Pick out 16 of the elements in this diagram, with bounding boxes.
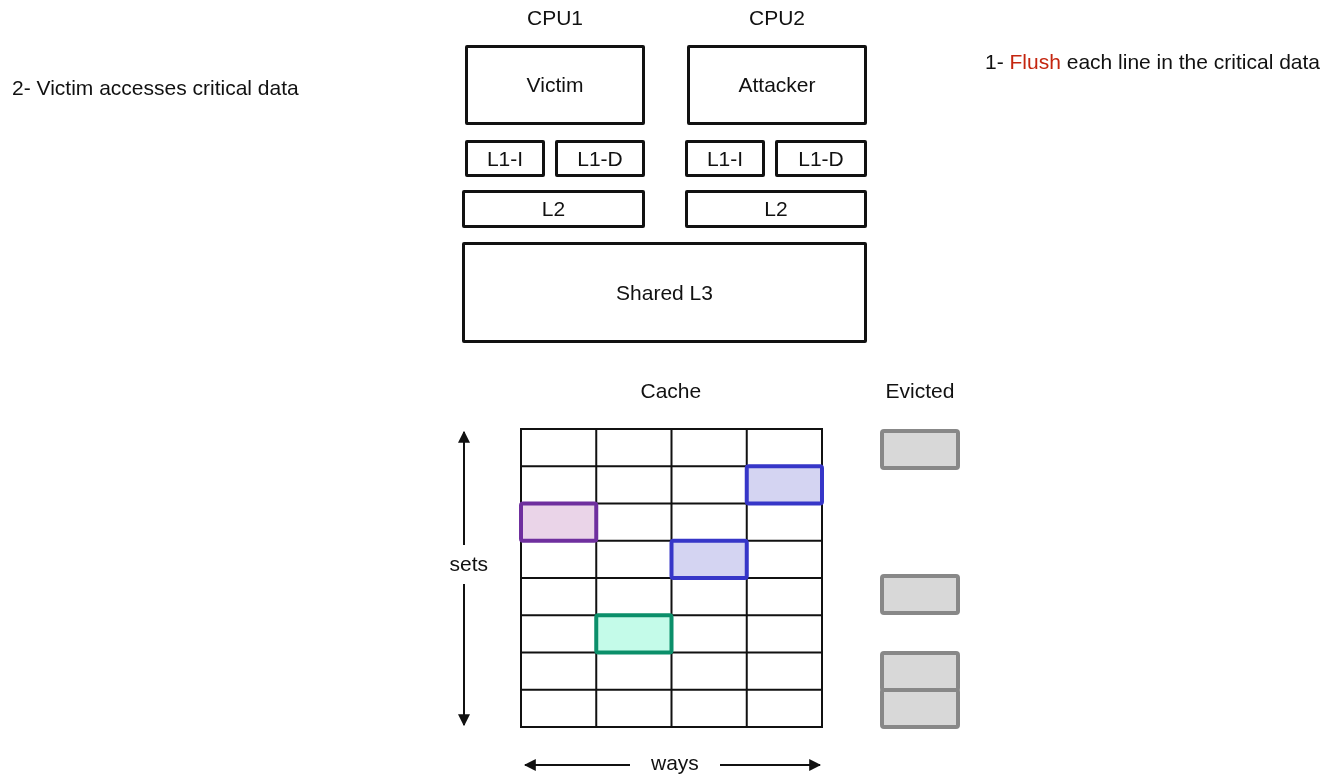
axis-label: sets (449, 552, 488, 576)
cache-box: L2 (462, 190, 645, 228)
cache-box: L1-D (775, 140, 867, 177)
cache-box: L1-D (555, 140, 645, 177)
cache-box: Shared L3 (462, 242, 867, 343)
heading: CPU1 (527, 6, 584, 30)
heading: CPU2 (749, 6, 806, 30)
heading: Cache (640, 379, 702, 403)
step-note: 2- Victim accesses critical data (12, 76, 299, 100)
cache-box: L2 (685, 190, 867, 228)
cache-box: L1-I (465, 140, 545, 177)
heading: Evicted (885, 379, 955, 403)
process-box: Attacker (687, 45, 867, 125)
step-note: 1- Flush each line in the critical data (985, 50, 1321, 74)
process-box: Victim (465, 45, 645, 125)
cache-box: L1-I (685, 140, 765, 177)
